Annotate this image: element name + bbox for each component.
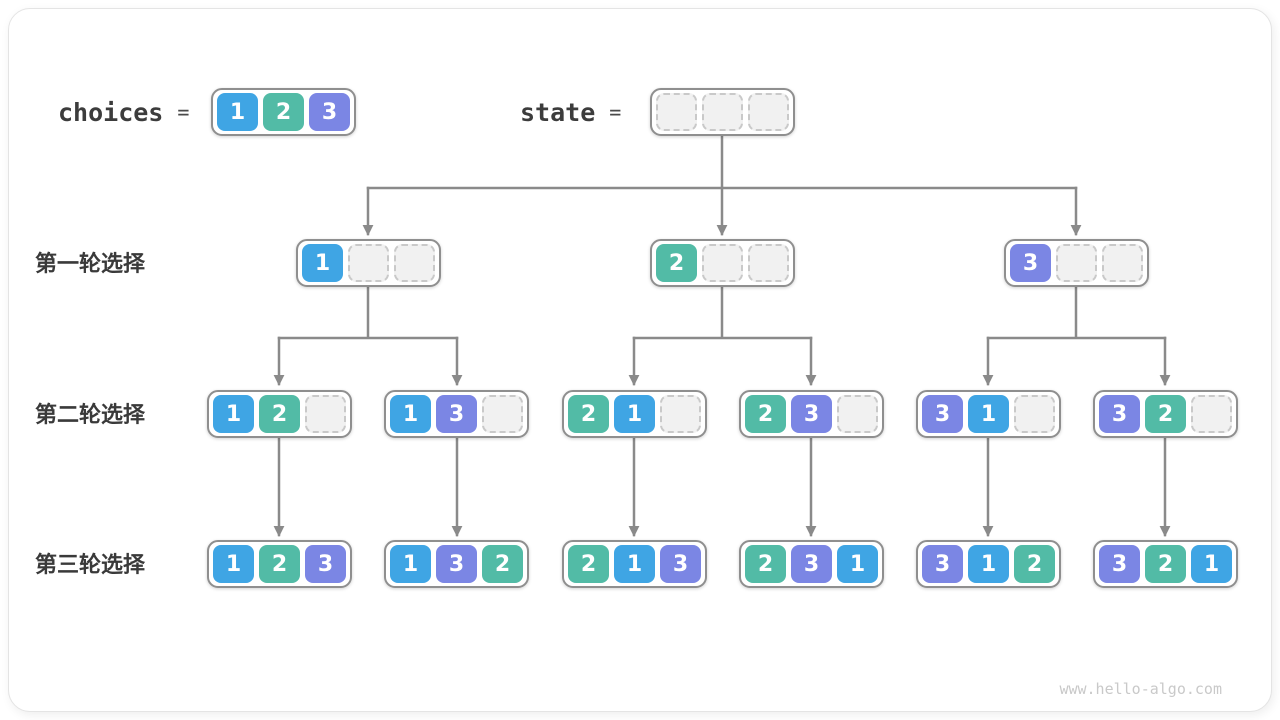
array-cell-3: 3: [309, 93, 350, 131]
array-cell-1: 1: [390, 545, 431, 583]
array-cell-1: 1: [968, 395, 1009, 433]
array-cell-3: 3: [436, 395, 477, 433]
round-1-label: 第一轮选择: [35, 251, 146, 276]
array-cell-1: 1: [390, 395, 431, 433]
array-cell-empty: [1102, 244, 1143, 282]
array-cell-3: 3: [436, 545, 477, 583]
tree-node-r1-2: 2: [650, 239, 795, 287]
array-cell-3: 3: [1099, 545, 1140, 583]
array-cell-2: 2: [656, 244, 697, 282]
array-cell-empty: [702, 244, 743, 282]
choices-equals-sign: =: [177, 100, 190, 124]
array-cell-1: 1: [1191, 545, 1232, 583]
array-cell-3: 3: [660, 545, 701, 583]
array-cell-3: 3: [1010, 244, 1051, 282]
state-array: [650, 88, 795, 136]
array-cell-1: 1: [968, 545, 1009, 583]
array-cell-1: 1: [213, 545, 254, 583]
array-cell-empty: [482, 395, 523, 433]
array-cell-2: 2: [259, 545, 300, 583]
array-cell-1: 1: [614, 395, 655, 433]
state-equals-sign: =: [609, 100, 622, 124]
array-cell-1: 1: [614, 545, 655, 583]
array-cell-empty: [394, 244, 435, 282]
array-cell-2: 2: [1014, 545, 1055, 583]
array-cell-2: 2: [1145, 545, 1186, 583]
state-label: state =: [520, 88, 621, 136]
array-cell-3: 3: [791, 545, 832, 583]
array-cell-3: 3: [305, 545, 346, 583]
array-cell-3: 3: [1099, 395, 1140, 433]
tree-node-r1-3: 3: [1004, 239, 1149, 287]
array-cell-2: 2: [263, 93, 304, 131]
array-cell-empty: [305, 395, 346, 433]
round-3-label: 第三轮选择: [35, 552, 146, 577]
array-cell-2: 2: [745, 545, 786, 583]
array-cell-1: 1: [302, 244, 343, 282]
round-2-label: 第二轮选择: [35, 402, 146, 427]
tree-node-r1-1: 1: [296, 239, 441, 287]
array-cell-empty: [702, 93, 743, 131]
array-cell-empty: [348, 244, 389, 282]
array-cell-empty: [1056, 244, 1097, 282]
array-cell-empty: [1014, 395, 1055, 433]
choices-label: choices =: [58, 88, 189, 136]
array-cell-3: 3: [922, 395, 963, 433]
array-cell-empty: [660, 395, 701, 433]
array-cell-empty: [748, 93, 789, 131]
array-cell-empty: [837, 395, 878, 433]
choices-label-text: choices: [58, 97, 164, 127]
array-cell-2: 2: [568, 395, 609, 433]
state-label-text: state: [520, 97, 596, 127]
array-cell-1: 1: [837, 545, 878, 583]
array-cell-3: 3: [922, 545, 963, 583]
array-cell-2: 2: [745, 395, 786, 433]
array-cell-2: 2: [259, 395, 300, 433]
watermark: www.hello-algo.com: [1059, 680, 1222, 698]
array-cell-2: 2: [568, 545, 609, 583]
array-cell-empty: [656, 93, 697, 131]
array-cell-empty: [1191, 395, 1232, 433]
array-cell-2: 2: [482, 545, 523, 583]
array-cell-3: 3: [791, 395, 832, 433]
array-cell-2: 2: [1145, 395, 1186, 433]
diagram-card: [8, 8, 1272, 712]
array-cell-empty: [748, 244, 789, 282]
array-cell-1: 1: [213, 395, 254, 433]
array-cell-1: 1: [217, 93, 258, 131]
